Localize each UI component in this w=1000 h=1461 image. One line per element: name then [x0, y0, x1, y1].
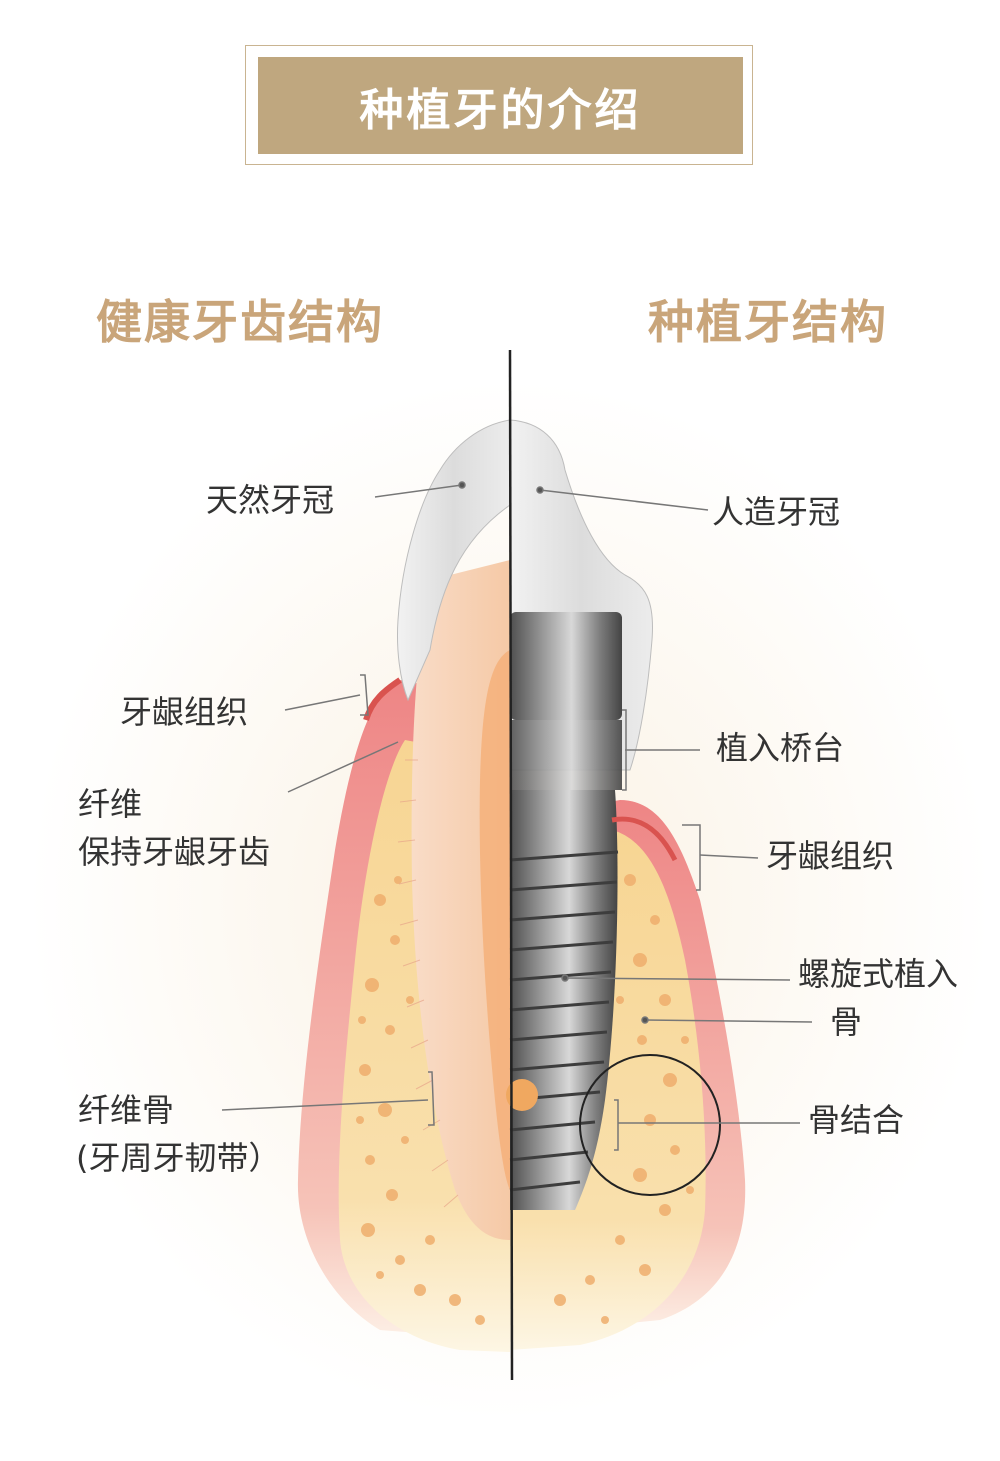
implant-tooth: [506, 419, 746, 1350]
label-left-gum-tissue: 牙龈组织: [120, 693, 249, 731]
label-abutment: 植入桥台: [716, 729, 845, 767]
label-fiber: 纤维: [78, 785, 143, 823]
label-bone: 骨: [830, 1003, 863, 1041]
label-fiber-bone: 纤维骨: [78, 1091, 175, 1129]
label-osseointegration: 骨结合: [808, 1101, 905, 1139]
implant-body: [510, 790, 618, 1210]
center-divider: [508, 349, 514, 1381]
healthy-tooth: [297, 419, 511, 1352]
title-frame: [245, 45, 753, 165]
bone-contact-point: [506, 1079, 538, 1111]
label-natural-crown: 天然牙冠: [206, 481, 335, 519]
label-screw-implant: 螺旋式植入: [798, 955, 959, 993]
left-leader-lines: [221, 481, 466, 1126]
left-root-fibers: [397, 759, 459, 1208]
page-title: 种植牙的介绍: [258, 57, 743, 154]
left-crown: [397, 419, 511, 702]
abutment: [510, 612, 622, 720]
left-pulp: [479, 650, 510, 1190]
abutment-collar: [510, 720, 622, 790]
healthy-tooth-title: 健康牙齿结构: [96, 295, 384, 349]
right-gum-edge: [611, 816, 678, 862]
label-artificial-crown: 人造牙冠: [712, 493, 841, 531]
right-leader-lines: [536, 486, 813, 1151]
implant-threads: [509, 850, 619, 1192]
left-bone-pores: [356, 876, 485, 1325]
implant-tooth-title: 种植牙结构: [648, 295, 888, 349]
label-periodontal-ligament: (牙周牙韧带）: [76, 1139, 281, 1177]
osseointegration-circle: [579, 1054, 721, 1196]
label-fiber-detail: 保持牙龈牙齿: [78, 833, 271, 871]
label-right-gum-tissue: 牙龈组织: [766, 837, 895, 875]
